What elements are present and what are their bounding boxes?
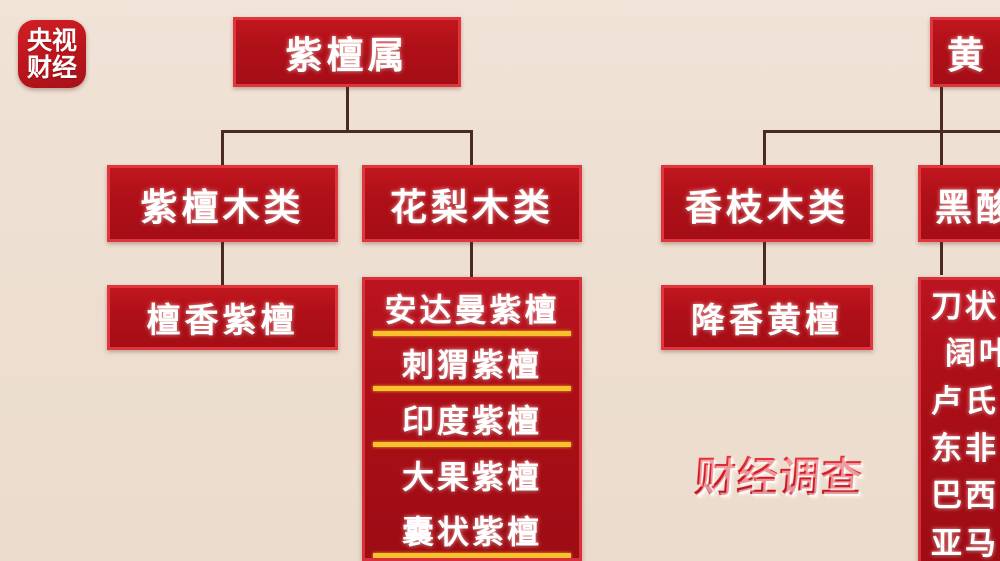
- node-root-right[interactable]: 黄: [930, 17, 1000, 87]
- connector-right-branch-1: [763, 130, 766, 165]
- node-row2-huali[interactable]: 花梨木类: [362, 165, 582, 242]
- list-item[interactable]: 印度紫檀: [365, 391, 579, 447]
- list-item-label: 巴西: [931, 478, 999, 515]
- list-item-label: 阔叶: [945, 336, 1000, 373]
- node-row2-xiangzhi-label: 香枝木类: [685, 185, 849, 229]
- list-item-label: 印度紫檀: [401, 401, 542, 440]
- connector-left-branch-1: [221, 130, 224, 165]
- species-list-right[interactable]: 刀状 阔叶 卢氏 东非 巴西 亚马: [918, 277, 1000, 561]
- node-row3-jiangxiang-huangtan[interactable]: 降香黄檀: [661, 285, 873, 350]
- connector-root-left-stem: [346, 86, 349, 132]
- list-item[interactable]: 亚马: [921, 517, 1000, 561]
- connector-root-right-bar: [763, 130, 1000, 133]
- species-list-center[interactable]: 安达曼紫檀 刺猬紫檀 印度紫檀 大果紫檀 囊状紫檀: [362, 277, 582, 561]
- node-row2-xiangzhi[interactable]: 香枝木类: [661, 165, 873, 242]
- list-item-label: 亚马: [931, 525, 999, 561]
- list-item-label: 安达曼紫檀: [384, 290, 560, 329]
- connector-root-right-stem: [940, 86, 943, 132]
- connector-right-down-1: [763, 241, 766, 285]
- node-row2-heisuanzhi-label: 黑酸: [935, 185, 1000, 229]
- node-root-left-label: 紫檀属: [285, 34, 409, 77]
- node-root-left[interactable]: 紫檀属: [233, 17, 461, 87]
- node-row2-huali-label: 花梨木类: [390, 185, 554, 229]
- node-row2-zitan-label: 紫檀木类: [140, 185, 305, 229]
- list-item[interactable]: 东非: [921, 422, 1000, 469]
- connector-right-down-2: [940, 241, 943, 275]
- list-item-label: 刀状: [931, 289, 999, 326]
- logo-line-2: 财经: [26, 53, 77, 82]
- node-root-right-label: 黄: [947, 34, 988, 77]
- program-watermark: 财经调查: [693, 443, 865, 503]
- list-item[interactable]: 巴西: [921, 469, 1000, 516]
- node-row2-zitan[interactable]: 紫檀木类: [107, 165, 338, 242]
- node-row2-heisuanzhi[interactable]: 黑酸: [918, 165, 1000, 242]
- list-item[interactable]: 阔叶: [921, 327, 1000, 374]
- list-item[interactable]: 卢氏: [921, 375, 1000, 422]
- list-item[interactable]: 囊状紫檀: [365, 502, 579, 558]
- list-item[interactable]: 刀状: [921, 280, 1000, 327]
- list-item[interactable]: 刺猬紫檀: [365, 336, 579, 392]
- connector-left-down-2: [470, 241, 473, 277]
- list-item-label: 囊状紫檀: [401, 513, 542, 552]
- list-item-label: 刺猬紫檀: [401, 346, 542, 385]
- list-item-label: 卢氏: [931, 383, 999, 420]
- node-row3-tanxiang-zitan-label: 檀香紫檀: [146, 301, 299, 341]
- node-row3-jiangxiang-huangtan-label: 降香黄檀: [691, 301, 843, 341]
- logo-line-1: 央视: [26, 26, 77, 55]
- list-item-label: 东非: [931, 431, 999, 468]
- connector-right-branch-2: [940, 130, 943, 165]
- list-item[interactable]: 大果紫檀: [365, 447, 579, 503]
- node-row3-tanxiang-zitan[interactable]: 檀香紫檀: [107, 285, 338, 350]
- cctv-finance-logo[interactable]: 央视 财经: [18, 20, 86, 88]
- connector-root-left-bar: [221, 130, 473, 133]
- list-item[interactable]: 安达曼紫檀: [365, 280, 579, 336]
- connector-left-down-1: [221, 241, 224, 285]
- connector-left-branch-2: [470, 130, 473, 165]
- list-item-label: 大果紫檀: [401, 457, 542, 496]
